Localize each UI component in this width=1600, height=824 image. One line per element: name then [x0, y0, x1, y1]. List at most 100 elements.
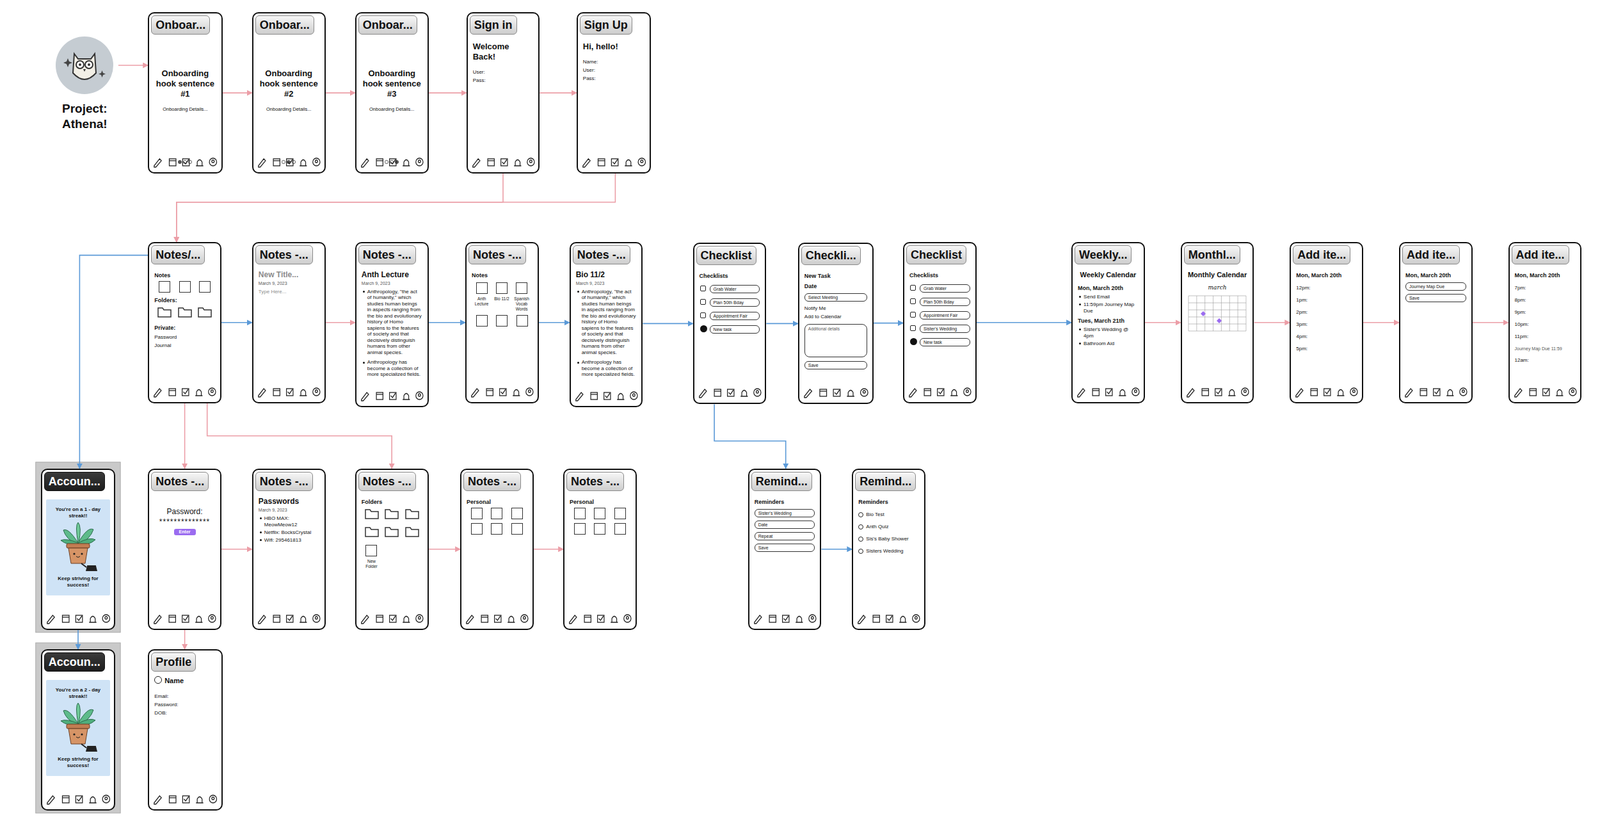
folder-row — [361, 525, 423, 540]
screen-text: Checklists — [909, 271, 971, 280]
nav-bar — [1184, 384, 1251, 399]
nav-bar — [801, 385, 870, 400]
screen-text: Bio Test — [858, 511, 920, 518]
screen-text: Onboarding Details... — [154, 105, 216, 113]
folder-icon — [364, 525, 379, 540]
nav-bar — [469, 384, 536, 399]
phone-screen: Notes -...Password:**************Enter — [147, 468, 222, 630]
screen-text: New Folder — [362, 544, 381, 569]
screen-text: Journey Map Due — [1405, 282, 1467, 291]
screen-title: Notes -... — [358, 471, 416, 491]
plant-wrap — [48, 701, 108, 754]
nav-icons — [1402, 384, 1469, 399]
plant-illustration — [55, 701, 101, 752]
screen-title: Notes -... — [572, 245, 631, 265]
flow-connector — [184, 629, 186, 649]
backdrop-layer — [35, 462, 121, 813]
screen-title: Notes -... — [358, 245, 416, 265]
note-row — [154, 280, 216, 293]
phone-screen: Notes -...Personal — [563, 468, 637, 630]
screen-text: Appointment Fair — [709, 311, 761, 320]
nav-bar — [256, 384, 322, 399]
nav-icons — [359, 388, 425, 403]
screen-text: 4pm: — [1296, 333, 1357, 340]
screen-text: 11pm: — [1514, 333, 1576, 340]
screen-title: Onboar... — [255, 15, 315, 35]
screen-text: Anth Lecture — [472, 282, 491, 307]
nav-icons — [1184, 384, 1251, 399]
note-row — [569, 522, 631, 535]
screen-text: Sister's Wedding — [919, 324, 971, 333]
screen-text: User: — [472, 68, 534, 76]
note-square — [179, 280, 191, 293]
screen-text: Select Meeting — [804, 293, 868, 302]
screen-text: Name — [154, 675, 216, 685]
nav-icons — [151, 611, 218, 626]
nav-icons — [580, 154, 648, 169]
screen-title: Accoun... — [44, 471, 105, 491]
flow-connector — [428, 321, 466, 324]
flow-connector — [873, 322, 904, 324]
screen-text: Personal — [466, 497, 528, 506]
screen-text: Save — [754, 543, 816, 552]
nav-bar — [256, 611, 322, 626]
phone-screen: ChecklistChecklistsGrab WaterPlan 50th B… — [693, 242, 767, 404]
nav-icons — [1293, 384, 1360, 399]
screen-text: Bathroom Aid — [1077, 340, 1139, 347]
nav-icons — [44, 611, 112, 626]
nav-bar — [464, 611, 530, 626]
screen-text: Password: — [154, 700, 216, 708]
folder-shape — [197, 305, 212, 318]
screen-title: Notes/... — [151, 245, 205, 265]
screen-text: Keep striving for success! — [48, 575, 108, 589]
screen-text: Notify Me — [804, 304, 868, 312]
flow-connector — [428, 92, 467, 94]
folder-icon — [364, 507, 379, 522]
note-square — [593, 507, 606, 520]
screen-text: Onboarding hook sentence #2 — [258, 68, 320, 100]
screen-title: Checklist — [906, 245, 967, 265]
flow-connector — [221, 548, 253, 550]
screen-text: New Title... — [258, 270, 320, 280]
nav-icons — [801, 385, 870, 400]
screen-text: Add to Calendar — [804, 312, 868, 320]
nav-bar — [44, 611, 112, 626]
nav-icons — [464, 611, 530, 626]
screen-text: 12pm: — [1296, 284, 1357, 292]
screen-text: Save — [804, 360, 868, 370]
note-row — [569, 507, 631, 520]
calendar-grid — [1187, 291, 1248, 337]
folder-icon — [405, 507, 420, 522]
phone-screen: ChecklistChecklistsGrab WaterPlan 50th B… — [903, 241, 977, 404]
note-square — [511, 507, 523, 520]
screen-text: Journey Map Due 11:59 — [1514, 345, 1576, 352]
flow-connector — [1472, 321, 1509, 324]
screen-text: Additional details — [804, 323, 868, 358]
screen-text: March 9, 2023 — [361, 280, 423, 287]
calendar-svg — [1187, 291, 1248, 335]
note-square — [614, 507, 626, 520]
flow-connector — [79, 255, 148, 469]
phone-screen: ProfileNameEmail:Password:DOB: — [147, 648, 223, 811]
note-square — [496, 314, 508, 327]
screen-text: Onboarding hook sentence #1 — [154, 68, 216, 100]
screen-text: You're on a 1 - day streak!! — [48, 506, 108, 520]
phone-screen: Sign inWelcome Back!User:Pass: — [466, 12, 541, 174]
flow-connector — [642, 323, 693, 325]
folder-row — [154, 305, 216, 320]
nav-bar — [580, 154, 648, 169]
nav-bar — [752, 611, 818, 626]
phone-screen: Notes -...Personal — [460, 468, 534, 630]
screen-text: Onboarding hook sentence #3 — [361, 68, 423, 100]
flow-connector — [325, 321, 356, 324]
screen-text: March 9, 2023 — [258, 280, 320, 287]
note-square — [158, 280, 171, 293]
phone-screen: Notes -...PasswordsMarch 9, 2023HBO MAX:… — [252, 468, 326, 630]
plant-illustration — [55, 520, 101, 571]
note-square — [199, 280, 211, 293]
screen-text: Name: — [583, 58, 645, 66]
folder-shape — [405, 507, 420, 520]
phone-screen: Notes/...NotesFolders:Private:PasswordJo… — [147, 241, 222, 404]
screen-title: Accoun... — [44, 652, 105, 672]
screen-text: 2pm: — [1296, 309, 1357, 316]
